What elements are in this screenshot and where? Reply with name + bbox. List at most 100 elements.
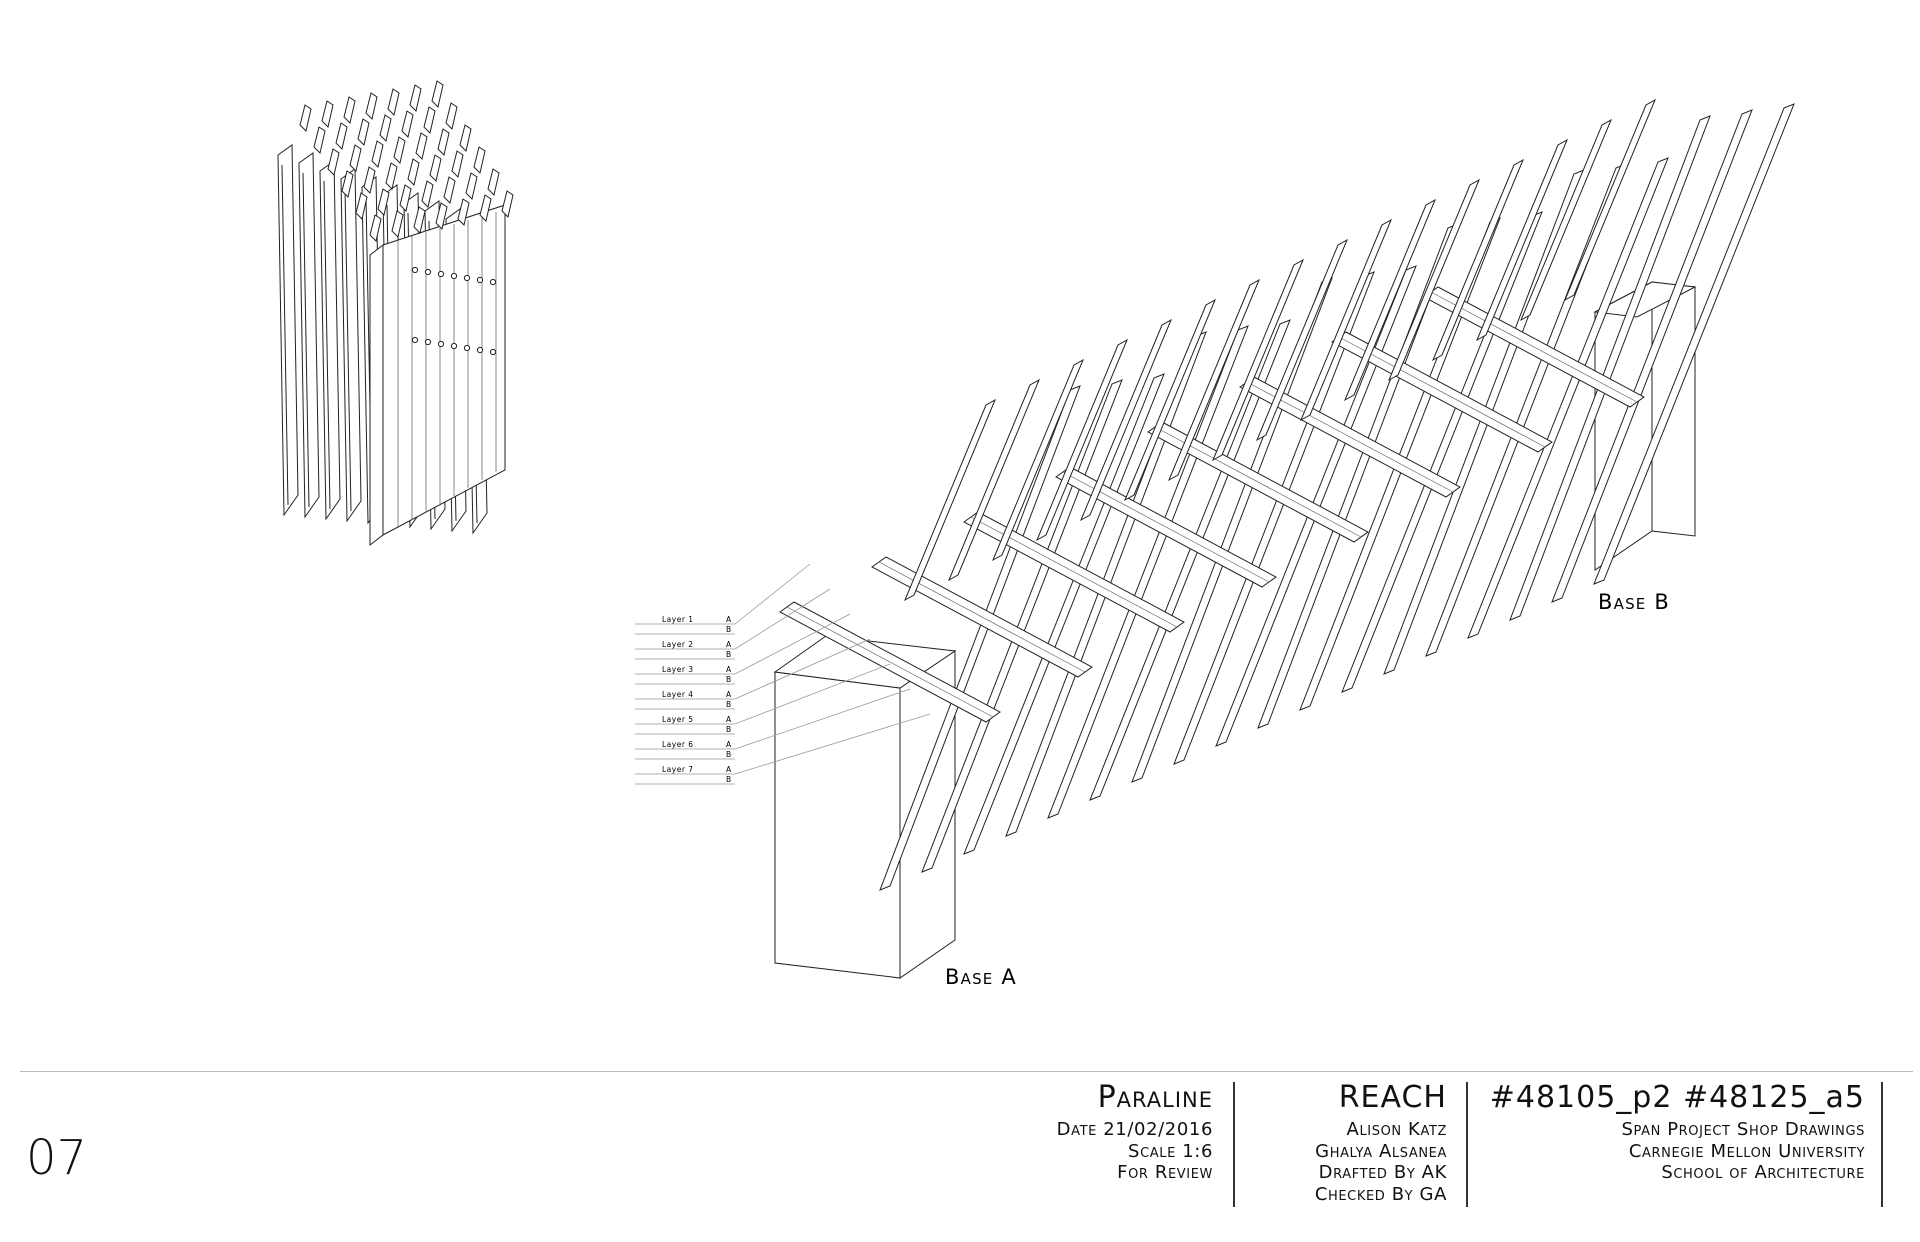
rib: [1079, 318, 1173, 522]
layer-mark-b: B: [726, 625, 732, 634]
layer-mark-b: B: [726, 750, 732, 759]
top-fin: [501, 190, 514, 218]
top-fin: [371, 140, 384, 168]
author-2: Ghalya Alsanea: [1315, 1140, 1447, 1162]
top-fin: [399, 184, 412, 212]
leader-line: [734, 588, 831, 650]
top-fin: [327, 148, 340, 176]
top-fin: [313, 126, 326, 154]
layer-mark-a: A: [726, 640, 732, 649]
layer-label: Layer 2: [662, 640, 694, 649]
top-fin: [363, 166, 376, 194]
diagonal-member: [879, 385, 1081, 891]
fastener: [437, 340, 445, 348]
rib: [1167, 278, 1261, 482]
leader-line: [734, 713, 931, 775]
rib: [1387, 178, 1481, 382]
rib: [1211, 258, 1305, 462]
title-block-divider: [20, 1071, 1913, 1072]
base-a-front: [774, 671, 901, 979]
diagonal-member: [1089, 319, 1291, 801]
project-info-block: REACH Alison Katz Ghalya Alsanea Drafted…: [1315, 1083, 1447, 1207]
course-line-1: Span Project Shop Drawings: [1621, 1119, 1865, 1140]
top-fin: [349, 144, 362, 172]
top-fin: [437, 128, 450, 156]
top-fin: [413, 206, 426, 234]
top-fin: [407, 158, 420, 186]
drawing-date: Date 21/02/2016: [1056, 1119, 1213, 1140]
base-a-label: Base A: [945, 965, 1017, 989]
top-fin: [487, 168, 500, 196]
top-fin: [357, 118, 370, 146]
panel-slab: [319, 160, 341, 521]
layer-label: Layer 6: [662, 740, 694, 749]
rib: [903, 398, 997, 602]
fastener: [411, 266, 419, 274]
sheet-number: 07: [26, 1130, 88, 1186]
course-line-2: Carnegie Mellon University: [1628, 1140, 1865, 1162]
fastener: [450, 272, 458, 280]
top-fin: [335, 122, 348, 150]
fastener: [424, 338, 432, 346]
top-fin: [479, 194, 492, 222]
layer-leader-lines: [635, 563, 931, 785]
layer-mark-b: B: [726, 700, 732, 709]
top-fin: [473, 146, 486, 174]
rib: [1123, 298, 1217, 502]
panel-edge: [323, 180, 331, 510]
title-block-separator-3: [1881, 1082, 1883, 1207]
top-fin: [415, 132, 428, 160]
layer-mark-a: A: [726, 690, 732, 699]
diagonal-member: [921, 379, 1123, 873]
diagonal-member: [1593, 103, 1795, 585]
panel-slab: [298, 152, 320, 519]
top-fin: [459, 124, 472, 152]
layer-label: Layer 3: [662, 665, 694, 674]
fastener: [463, 274, 471, 282]
fastener: [411, 336, 419, 344]
leader-line: [734, 638, 871, 700]
top-fin: [387, 88, 400, 116]
top-fin: [377, 188, 390, 216]
course-info-block: #48105_p2 #48125_a5 Span Project Shop Dr…: [1490, 1083, 1865, 1186]
layer-mark-a: A: [726, 665, 732, 674]
rib: [1563, 98, 1657, 302]
top-fin: [465, 172, 478, 200]
fastener: [489, 348, 497, 356]
title-block-separator-2: [1466, 1082, 1468, 1207]
top-fin: [385, 162, 398, 190]
diagonal-member: [1551, 109, 1753, 603]
top-fin: [341, 170, 354, 198]
course-line-3: School of Architecture: [1661, 1162, 1865, 1183]
layer-label: Layer 1: [662, 615, 694, 624]
title-block-separator-1: [1233, 1082, 1235, 1207]
layer-label: Layer 5: [662, 715, 694, 724]
layer-mark-b: B: [726, 650, 732, 659]
top-fin: [445, 102, 458, 130]
top-fin: [423, 106, 436, 134]
base-b-top: [1593, 281, 1697, 318]
top-fin: [299, 104, 312, 132]
layer-mark-a: A: [726, 715, 732, 724]
leader-line: [734, 688, 911, 750]
rib: [1255, 238, 1349, 442]
base-b-side: [1651, 281, 1696, 537]
layer-mark-a: A: [726, 615, 732, 624]
fastener: [437, 270, 445, 278]
cross-beam-edge: [786, 606, 994, 718]
panel-edge: [302, 172, 310, 508]
rib: [1343, 198, 1437, 402]
top-fin: [321, 100, 334, 128]
top-fin: [401, 110, 414, 138]
layer-label: Layer 7: [662, 765, 694, 774]
top-fin: [343, 96, 356, 124]
layer-mark-a: A: [726, 765, 732, 774]
top-fin: [457, 198, 470, 226]
panel-slab: [277, 144, 299, 517]
layer-mark-b: B: [726, 775, 732, 784]
cross-beam-edge: [1338, 336, 1546, 448]
diagonal-member: [1173, 271, 1375, 765]
panel-slab: [340, 168, 362, 523]
top-fin: [429, 154, 442, 182]
rib: [1035, 338, 1129, 542]
